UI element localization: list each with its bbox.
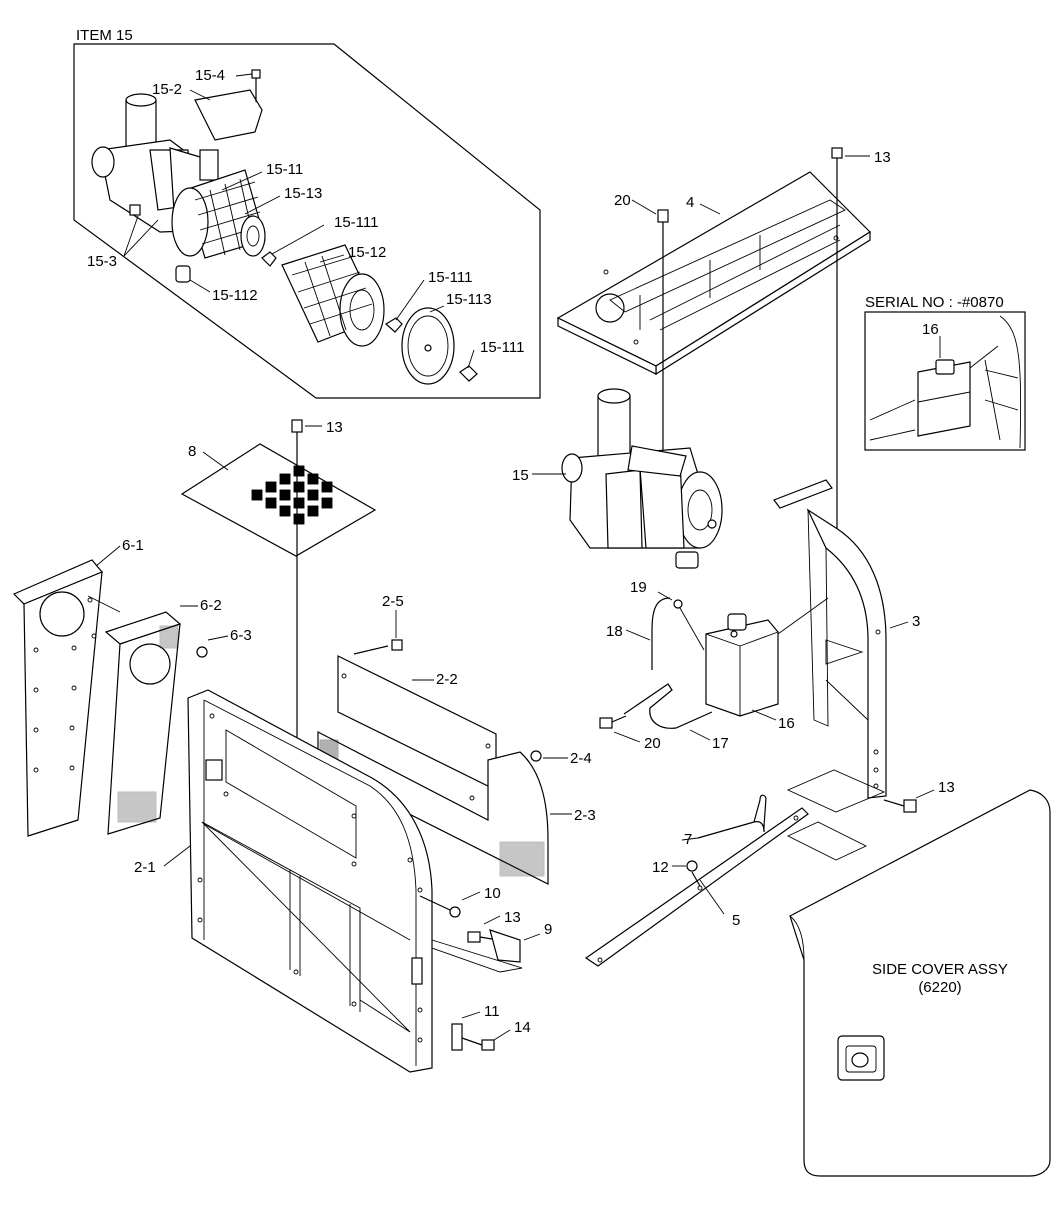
serial-inset: SERIAL NO : -#0870 16 — [864, 294, 1026, 451]
label-18: 18 — [606, 623, 623, 640]
label-15-11: 15-11 — [266, 161, 303, 178]
bracket-9 — [489, 929, 521, 963]
serial-note: SERIAL NO : -#0870 — [865, 294, 1004, 311]
mounting-plate-4 — [556, 171, 871, 376]
label-5: 5 — [732, 912, 740, 929]
label-17: 17 — [712, 735, 729, 752]
label-6-1: 6-1 — [122, 537, 144, 554]
bolt-20-top — [657, 209, 669, 460]
label-16-tank: 16 — [778, 715, 795, 732]
air-cleaner-15 — [561, 388, 723, 569]
gasket-15-13 — [240, 215, 266, 257]
side-cover-label: SIDE COVER ASSY — [872, 961, 1008, 978]
label-8: 8 — [188, 443, 196, 460]
side-cover-assy: SIDE COVER ASSY (6220) — [789, 789, 1051, 1177]
label-15-111-c: 15-111 — [480, 339, 524, 356]
pin-7 — [697, 821, 765, 839]
rail-5 — [584, 807, 809, 967]
label-13-top: 13 — [874, 149, 891, 166]
nut-2-4 — [530, 750, 542, 762]
bolt-13-top — [831, 147, 843, 540]
label-15-111-b: 15-111 — [428, 269, 472, 286]
bolt-2-5 — [353, 639, 403, 655]
label-3: 3 — [912, 613, 920, 630]
clip-11 — [451, 1023, 463, 1051]
nut-6-3 — [196, 646, 208, 658]
label-7: 7 — [684, 831, 692, 848]
bolt-13-plate — [291, 419, 303, 740]
bracket-6-2 — [104, 611, 182, 835]
label-19: 19 — [630, 579, 647, 596]
label-2-4: 2-4 — [570, 750, 592, 767]
shim-plate-upper — [786, 769, 886, 813]
bracket-6-1 — [12, 559, 103, 837]
label-13-plate: 13 — [326, 419, 343, 436]
clamp-19 — [673, 599, 683, 609]
tank-bracket-17 — [623, 683, 713, 729]
label-12: 12 — [652, 859, 669, 876]
label-15-113: 15-113 — [446, 291, 492, 308]
wing-nut-c — [459, 365, 478, 382]
label-6-2: 6-2 — [200, 597, 222, 614]
shim-plate-lower — [786, 821, 868, 861]
label-6-3: 6-3 — [230, 627, 252, 644]
label-15-3: 15-3 — [87, 253, 117, 270]
latch-handle-icon — [837, 1035, 885, 1081]
label-15-13: 15-13 — [284, 185, 322, 202]
main-panel-2-1 — [187, 689, 433, 1073]
bracket-15-2 — [194, 89, 263, 141]
label-20-top: 20 — [614, 192, 631, 209]
label-9: 9 — [544, 921, 552, 938]
wing-nut-b — [384, 317, 403, 333]
label-14: 14 — [514, 1019, 531, 1036]
cap-15-113 — [401, 307, 455, 385]
outer-element-15-12 — [281, 244, 385, 347]
label-20-lower: 20 — [644, 735, 661, 752]
valve-15-112 — [175, 265, 191, 283]
hose-18 — [651, 597, 671, 670]
label-15-4: 15-4 — [195, 67, 225, 84]
label-15-111-a: 15-111 — [334, 214, 378, 231]
label-11: 11 — [484, 1003, 500, 1020]
label-10: 10 — [484, 885, 501, 902]
label-16-serial: 16 — [922, 321, 939, 338]
nut-12 — [686, 860, 698, 872]
label-15-12: 15-12 — [348, 244, 386, 261]
bolt-20-lower — [599, 715, 627, 729]
bolt-14 — [461, 1037, 495, 1051]
panel-2-3 — [317, 731, 549, 885]
label-2-2: 2-2 — [436, 671, 458, 688]
inset-title: ITEM 15 — [76, 27, 133, 44]
label-15-112: 15-112 — [212, 287, 258, 304]
label-4: 4 — [686, 194, 694, 211]
label-15-2: 15-2 — [152, 81, 182, 98]
cover-plate-8 — [180, 443, 377, 557]
reservoir-tank-small — [917, 359, 971, 437]
label-2-3: 2-3 — [574, 807, 596, 824]
wing-nut-a — [261, 251, 277, 267]
item-15-inset: ITEM 15 — [73, 27, 541, 399]
bolt-10 — [419, 895, 461, 918]
label-13-right: 13 — [938, 779, 955, 796]
label-15: 15 — [512, 467, 529, 484]
bolt-13-right — [883, 799, 917, 813]
side-cover-code: (6220) — [918, 979, 961, 996]
label-2-5: 2-5 — [382, 593, 404, 610]
label-13-lower: 13 — [504, 909, 521, 926]
label-2-1: 2-1 — [134, 859, 156, 876]
bracket-3 — [773, 479, 887, 799]
reservoir-tank-16 — [705, 613, 779, 717]
